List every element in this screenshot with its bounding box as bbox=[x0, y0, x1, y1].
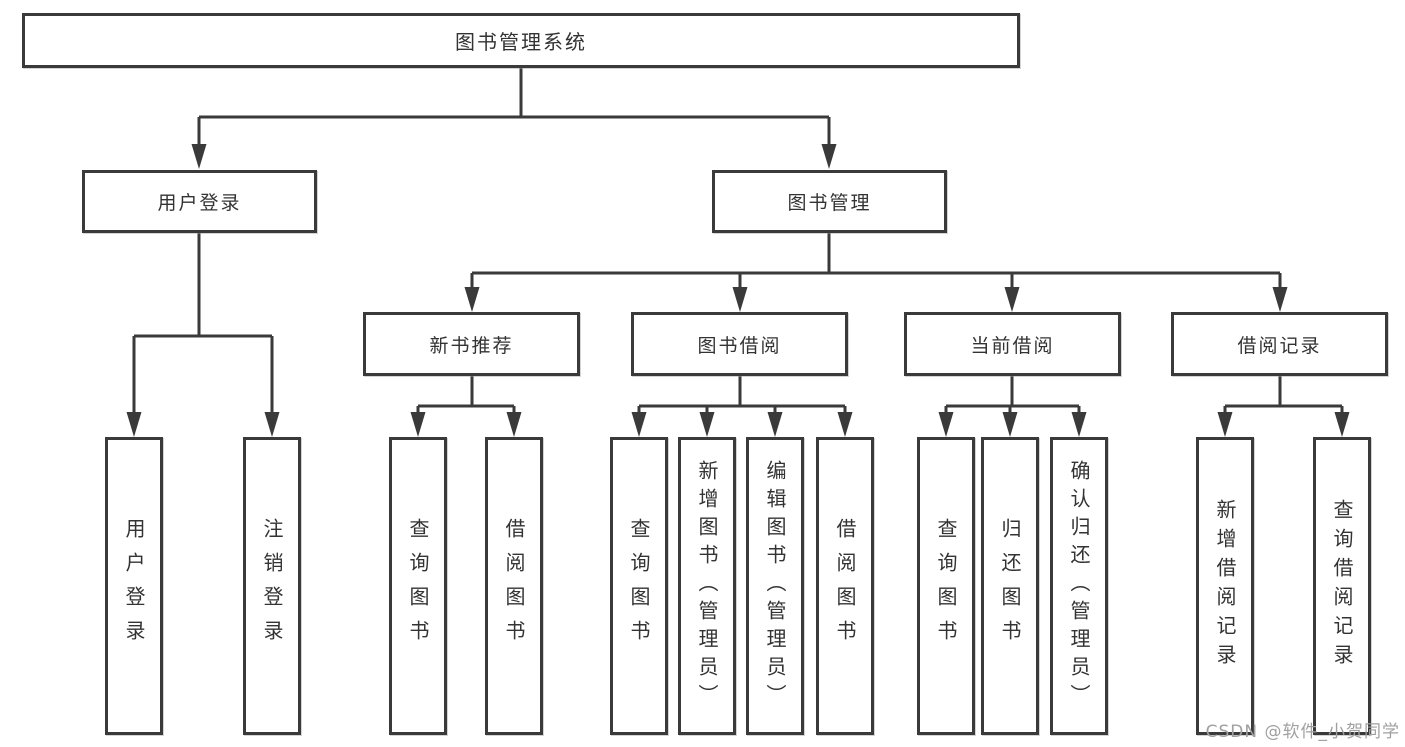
leaf-bb-query-books: 查询图书 bbox=[610, 437, 668, 735]
leaf-br-add-record: 新增借阅记录 bbox=[1196, 437, 1254, 735]
leaf-user-login: 用户登录 bbox=[105, 437, 163, 735]
node-new-book-recommend: 新书推荐 bbox=[363, 312, 580, 376]
leaf-bb-edit-books-admin: 编辑图书（管理员） bbox=[746, 437, 804, 735]
leaf-cb-return-books: 归还图书 bbox=[981, 437, 1039, 735]
node-root: 图书管理系统 bbox=[22, 13, 1020, 68]
node-book-management: 图书管理 bbox=[712, 170, 947, 233]
csdn-watermark: CSDN @软件_小贺同学 bbox=[1205, 722, 1400, 742]
leaf-rec-borrow-books: 借阅图书 bbox=[485, 437, 543, 735]
leaf-br-query-record: 查询借阅记录 bbox=[1313, 437, 1371, 735]
leaf-rec-query-books: 查询图书 bbox=[389, 437, 447, 735]
node-user-login: 用户登录 bbox=[82, 170, 317, 233]
leaf-cb-query-books: 查询图书 bbox=[917, 437, 975, 735]
node-book-borrow: 图书借阅 bbox=[631, 312, 848, 376]
leaf-bb-add-books-admin: 新增图书（管理员） bbox=[678, 437, 736, 735]
leaf-logout: 注销登录 bbox=[243, 437, 301, 735]
node-borrow-records: 借阅记录 bbox=[1171, 312, 1388, 376]
leaf-cb-confirm-return-admin: 确认归还（管理员） bbox=[1050, 437, 1108, 735]
node-current-borrow: 当前借阅 bbox=[904, 312, 1121, 376]
leaf-bb-borrow-books: 借阅图书 bbox=[816, 437, 874, 735]
